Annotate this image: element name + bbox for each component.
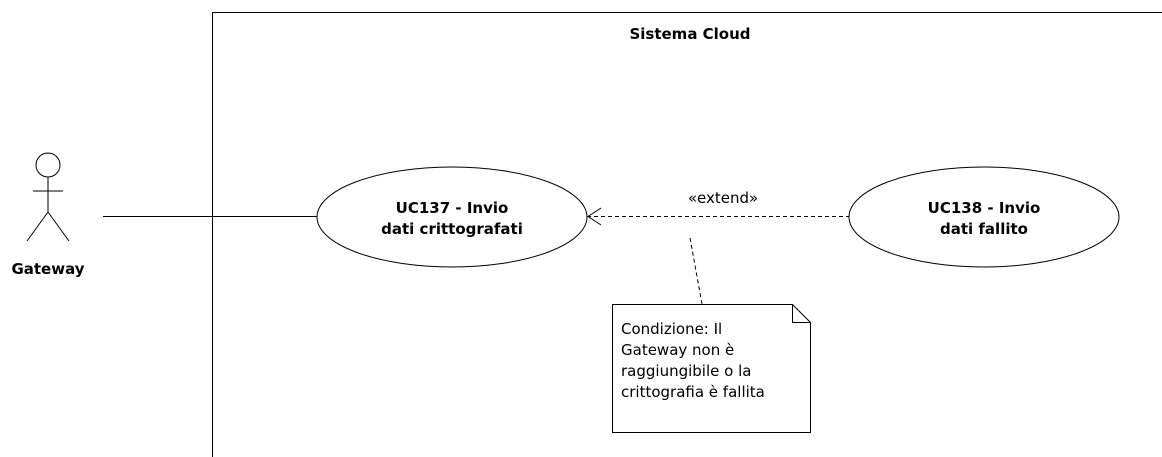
note-line: crittografia è fallita [621, 383, 765, 401]
extend-arrowhead-icon [587, 207, 602, 226]
use-case-title: UC137 - Invio [396, 199, 509, 217]
extend-relationship: «extend» [587, 189, 850, 226]
actor-label: Gateway [11, 260, 84, 278]
note-line: raggiungibile o la [621, 362, 751, 380]
note-line: Condizione: Il [621, 320, 722, 338]
use-case-uc138: UC138 - Invio dati fallito [848, 166, 1120, 268]
note-anchor-line [689, 237, 703, 305]
system-boundary: Sistema Cloud [212, 12, 1162, 457]
system-title: Sistema Cloud [629, 25, 750, 43]
condition-note: Condizione: Il Gateway non è raggiungibi… [612, 304, 811, 433]
use-case-subtitle: dati fallito [940, 220, 1028, 238]
use-case-title: UC138 - Invio [928, 199, 1041, 217]
note-fold-icon [792, 304, 811, 323]
actor-gateway: Gateway [11, 152, 85, 278]
note-line: Gateway non è [621, 341, 734, 359]
use-case-subtitle: dati crittografati [381, 220, 523, 238]
stick-figure-icon [26, 152, 70, 242]
use-case-uc137: UC137 - Invio dati crittografati [316, 166, 588, 268]
extend-label: «extend» [688, 189, 758, 207]
